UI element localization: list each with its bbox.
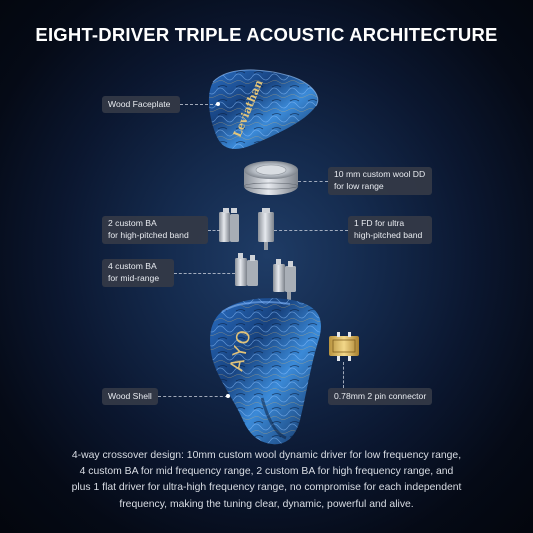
label-wood-shell: Wood Shell: [102, 388, 158, 405]
label-dynamic-driver: 10 mm custom wool DD for low range: [328, 167, 432, 195]
leader-connector: [343, 362, 344, 388]
label-dynamic-driver-line1: 10 mm custom wool DD: [334, 169, 426, 179]
description-line-2: 4 custom BA for mid frequency range, 2 c…: [79, 466, 454, 478]
label-flat-driver: 1 FD for ultra high-pitched band: [348, 216, 432, 244]
leader-ba-high: [208, 230, 220, 231]
label-dynamic-driver-line2: for low range: [334, 180, 384, 191]
dot-shell: [226, 394, 230, 398]
label-ba-mid-line1: 4 custom BA: [108, 261, 157, 271]
leader-dynamic-driver: [298, 181, 328, 182]
label-flat-driver-line2: high-pitched band: [354, 229, 423, 240]
label-flat-driver-line1: 1 FD for ultra: [354, 218, 405, 228]
description-line-1: 4-way crossover design: 10mm custom wool…: [71, 450, 462, 461]
faceplate-graphic: Leviathan: [208, 69, 319, 149]
ba-high-driver-graphic: [219, 208, 239, 242]
leader-flat-driver: [274, 230, 348, 231]
shell-graphic: AYO: [210, 298, 321, 445]
ba-mid-driver-graphic: [235, 253, 296, 300]
description-line-3: plus 1 flat driver for ultra-high freque…: [71, 482, 462, 494]
dot-faceplate: [216, 102, 220, 106]
label-ba-mid-line2: for mid-range: [108, 272, 160, 283]
leader-faceplate: [180, 104, 218, 105]
leader-shell: [158, 396, 228, 397]
label-ba-high: 2 custom BA for high-pitched band: [102, 216, 208, 244]
label-wood-faceplate: Wood Faceplate: [102, 96, 180, 113]
label-ba-high-line1: 2 custom BA: [108, 218, 157, 228]
label-ba-mid: 4 custom BA for mid-range: [102, 259, 174, 287]
connector-graphic: [329, 332, 359, 361]
leader-ba-mid: [174, 273, 235, 274]
flat-driver-graphic: [258, 208, 274, 250]
description-line-4: frequency, making the tuning clear, dyna…: [119, 498, 414, 510]
label-connector: 0.78mm 2 pin connector: [328, 388, 432, 405]
page-title: EIGHT-DRIVER TRIPLE ACOUSTIC ARCHITECTUR…: [35, 24, 498, 45]
label-ba-high-line2: for high-pitched band: [108, 229, 189, 240]
description-text: 4-way crossover design: 10mm custom wool…: [20, 448, 513, 513]
dynamic-driver-graphic: [243, 161, 299, 195]
